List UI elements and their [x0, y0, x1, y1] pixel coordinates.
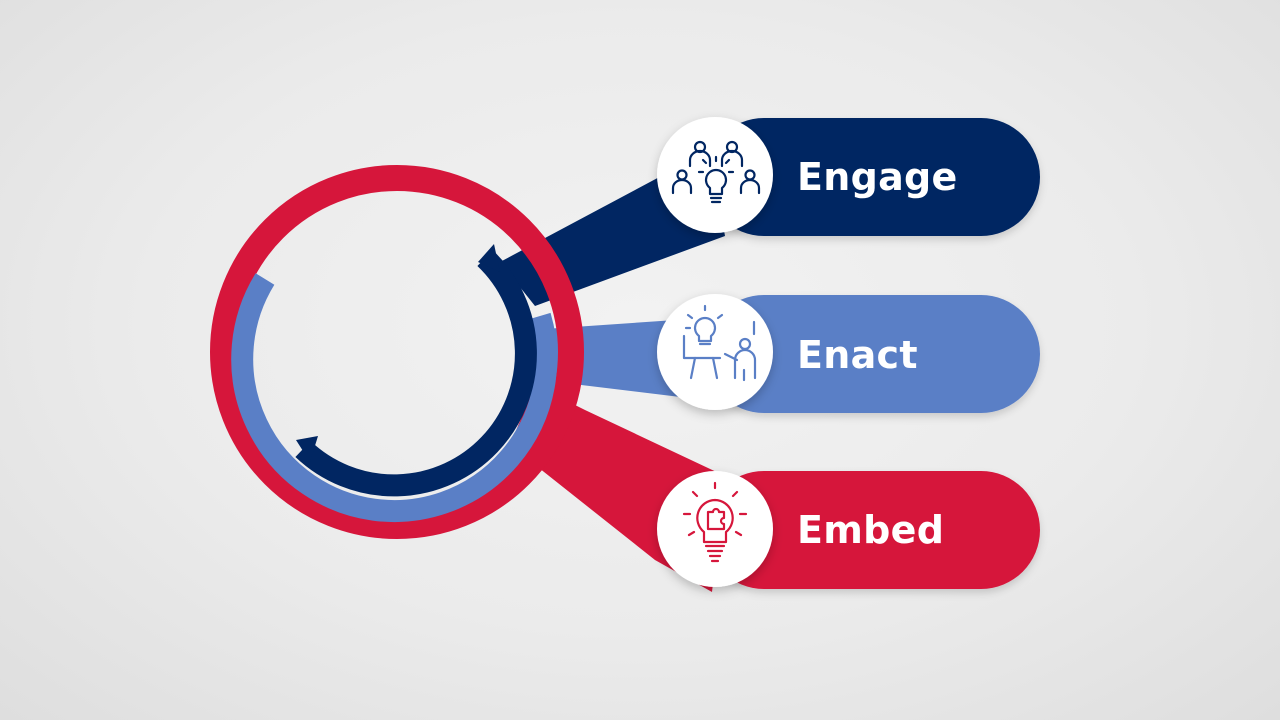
embed-icon-badge	[657, 471, 773, 587]
presenter-idea-icon	[682, 304, 757, 382]
inner-navy-arrowhead	[296, 436, 318, 462]
engage-label: Engage	[797, 155, 958, 199]
puzzle-lightbulb-icon	[682, 481, 748, 563]
engage-icon-badge	[657, 117, 773, 233]
embed-pill	[705, 471, 1040, 589]
middle-blue-arc	[231, 273, 558, 522]
outer-red-ring	[210, 165, 584, 539]
enact-label: Enact	[797, 333, 918, 377]
inner-navy-arc	[295, 250, 537, 497]
enact-icon-badge	[657, 294, 773, 410]
inner-navy-tail	[478, 244, 500, 272]
enact-pill	[705, 295, 1040, 413]
engage-pill	[705, 118, 1040, 236]
embed-label: Embed	[797, 508, 944, 552]
team-lightbulb-icon	[671, 140, 761, 204]
